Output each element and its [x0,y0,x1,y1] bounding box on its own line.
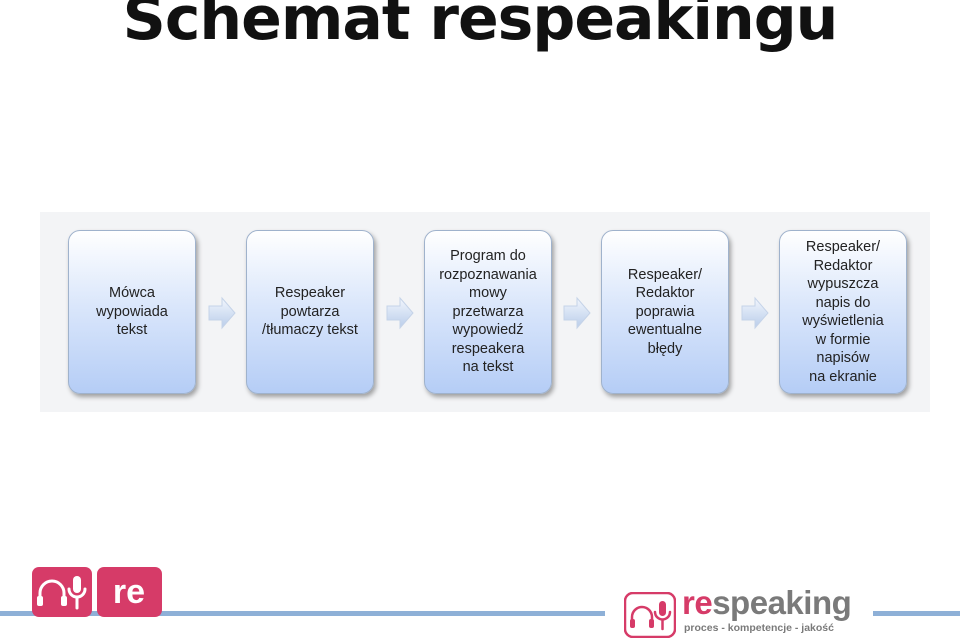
flow-step-2: Respeaker powtarza /tłumaczy tekst [246,230,374,394]
arrow-right-icon [563,296,591,330]
arrow-right-icon [208,296,236,330]
flow-step-4: Respeaker/ Redaktor poprawia ewentualne … [601,230,729,394]
flow-step-label: Program do rozpoznawania mowy przetwarza… [439,248,537,376]
page-title: Schemat respeakingu [122,0,839,54]
logo-left-text: re [113,573,145,611]
arrow-right-icon [741,296,769,330]
footer-divider [873,611,960,616]
flow-step-1: Mówca wypowiada tekst [68,230,196,394]
brand-rest: speaking [712,584,852,621]
brand-name: respeaking [682,584,852,621]
flow-step-label: Mówca wypowiada tekst [96,285,168,339]
flow-step-label: Respeaker powtarza /tłumaczy tekst [262,285,358,339]
flow-step-3: Program do rozpoznawania mowy przetwarza… [424,230,552,394]
arrow-right-icon [386,296,414,330]
flow-step-label: Respeaker/ Redaktor wypuszcza napis do w… [802,239,884,385]
flow-step-label: Respeaker/ Redaktor poprawia ewentualne … [627,266,703,357]
footer-divider [0,611,605,616]
re-logo: re [32,567,162,617]
headphones-microphone-icon [630,601,672,631]
brand-logo-icon [624,592,676,638]
brand-prefix: re [682,584,713,621]
brand-tagline: proces - kompetencje - jakość [684,622,834,634]
flow-step-5: Respeaker/ Redaktor wypuszcza napis do w… [779,230,907,394]
headphones-microphone-icon [37,576,87,610]
